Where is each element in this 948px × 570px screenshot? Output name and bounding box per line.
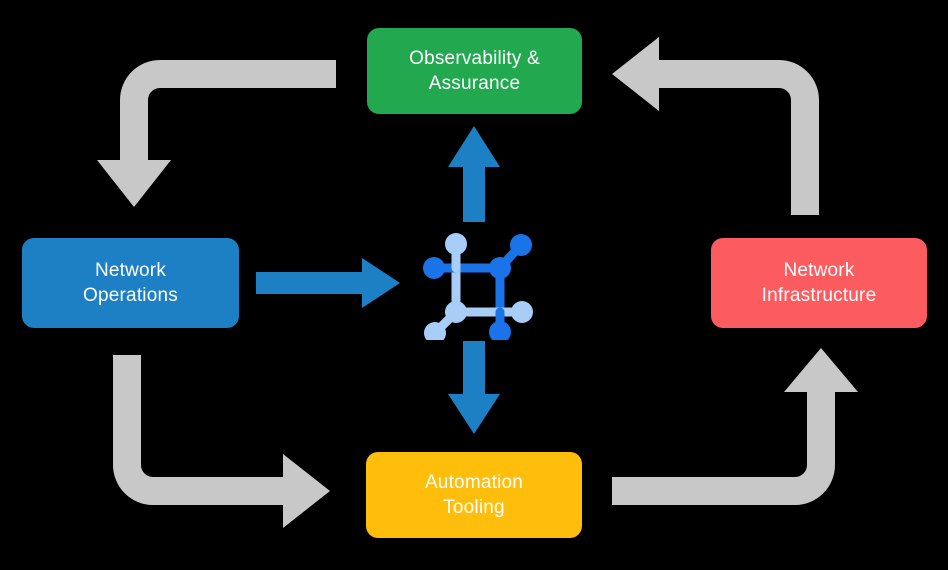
node-network-infrastructure-label: Network Infrastructure — [761, 260, 877, 306]
node-network-operations[interactable]: Network Operations — [22, 238, 239, 328]
node-observability-assurance-label: Observability & Assurance — [409, 48, 540, 94]
arrow-center-to-automation — [448, 341, 500, 434]
arrow-operations-to-automation — [113, 355, 330, 528]
arrow-center-to-observability — [448, 126, 500, 222]
arrow-automation-to-infrastructure — [612, 348, 858, 505]
arrow-observability-to-operations — [97, 60, 336, 207]
network-icon-nodes — [423, 233, 533, 340]
network-icon-edges — [429, 239, 527, 337]
arrow-operations-to-center — [256, 258, 400, 308]
node-observability-assurance[interactable]: Observability & Assurance — [367, 28, 582, 114]
node-automation-tooling[interactable]: Automation Tooling — [366, 452, 582, 538]
node-automation-tooling-label: Automation Tooling — [424, 472, 524, 518]
network-topology-icon — [423, 233, 533, 340]
arrow-infrastructure-to-observability — [612, 37, 819, 215]
node-network-operations-label: Network Operations — [83, 260, 178, 306]
node-network-infrastructure[interactable]: Network Infrastructure — [711, 238, 927, 328]
